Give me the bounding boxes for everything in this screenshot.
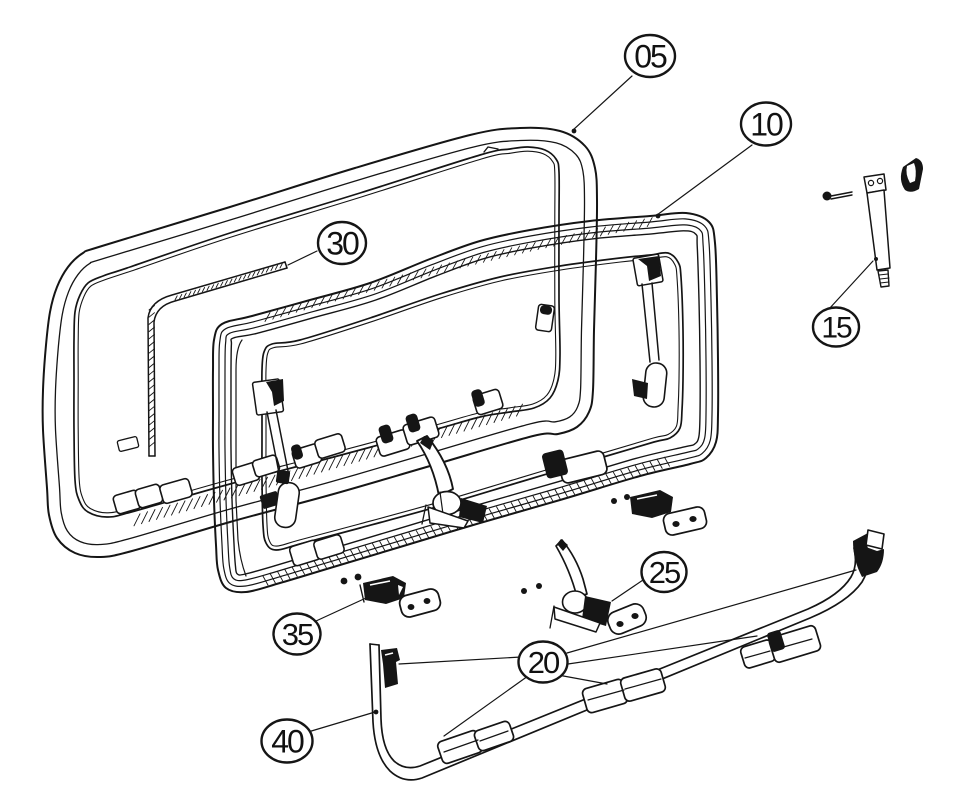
svg-text:15: 15 bbox=[821, 312, 852, 345]
svg-text:05: 05 bbox=[634, 38, 667, 74]
svg-text:20: 20 bbox=[528, 645, 560, 680]
svg-text:40: 40 bbox=[271, 723, 304, 759]
svg-text:35: 35 bbox=[282, 617, 313, 652]
svg-text:30: 30 bbox=[326, 225, 359, 261]
svg-text:10: 10 bbox=[750, 106, 783, 142]
svg-text:25: 25 bbox=[649, 555, 680, 590]
